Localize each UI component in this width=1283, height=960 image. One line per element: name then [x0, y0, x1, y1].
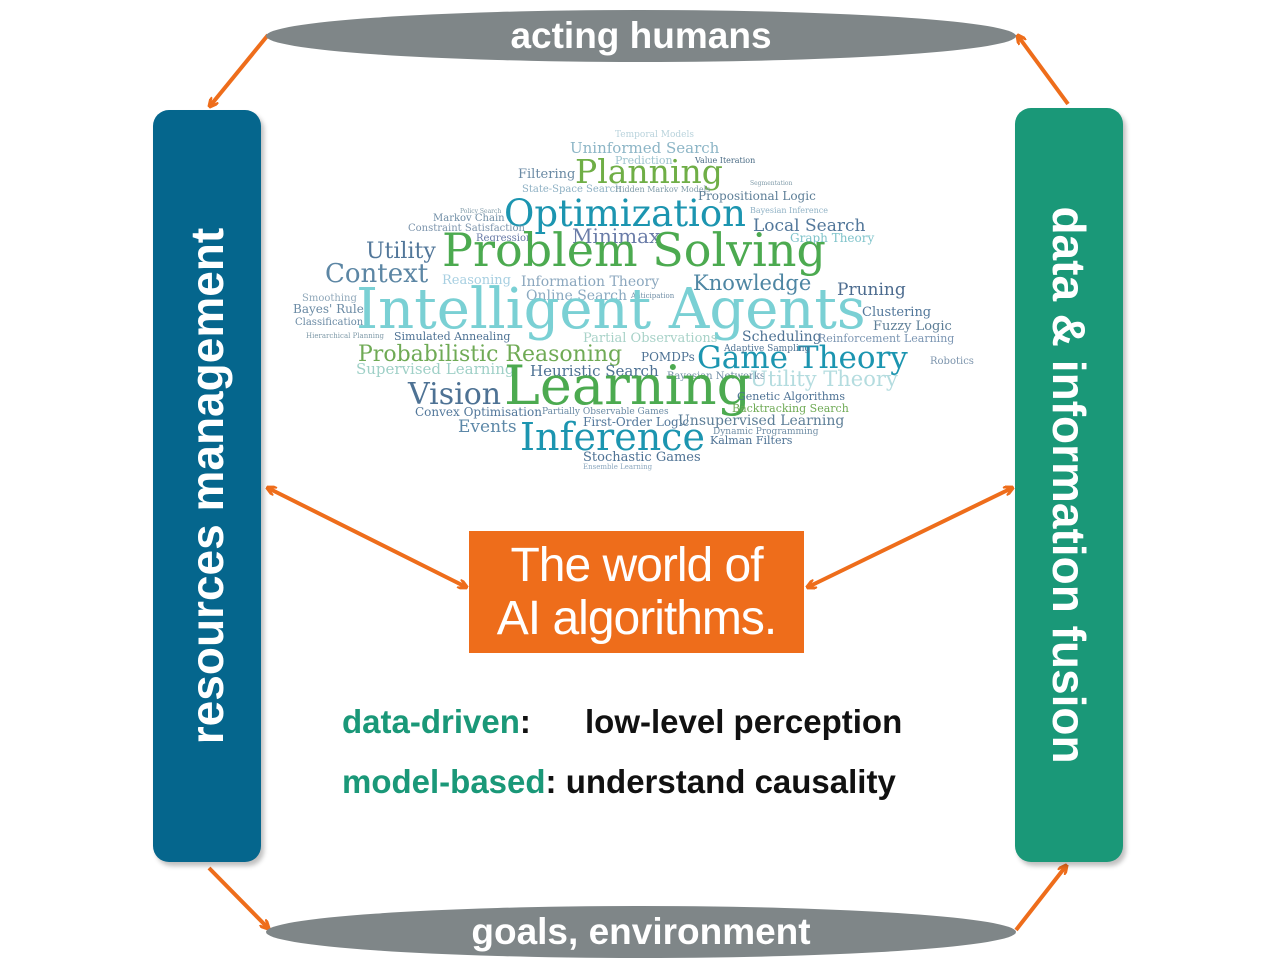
- center-line-1: The world of: [510, 539, 763, 592]
- word-cloud-term: Learning: [504, 354, 751, 417]
- word-cloud-term: Hierarchical Planning: [306, 332, 384, 340]
- word-cloud-term: Partial Observations: [583, 331, 717, 346]
- word-cloud-term: Knowledge: [693, 271, 811, 295]
- word-cloud-term: Online Search: [526, 288, 627, 304]
- word-cloud-term: Utility: [366, 239, 436, 264]
- goals-environment-label: goals, environment: [471, 911, 811, 952]
- word-cloud-term: State-Space Search: [522, 184, 622, 195]
- data-information-fusion-bar: data & information fusion: [1015, 108, 1123, 862]
- data-driven-row: data-driven: low-level perception: [342, 703, 902, 741]
- word-cloud-term: Problem Solving: [442, 223, 826, 277]
- word-cloud-term: Reasoning: [442, 273, 511, 288]
- word-cloud-term: Temporal Models: [615, 130, 694, 140]
- data-driven-colon: :: [519, 703, 531, 740]
- word-cloud-term: Information Theory: [521, 274, 659, 290]
- arrow-left-center: [268, 488, 466, 587]
- word-cloud-term: Hidden Markov Models: [615, 185, 710, 194]
- model-based-key: model-based: [342, 763, 546, 800]
- resources-management-bar: resources management: [153, 110, 261, 862]
- resources-management-label: resources management: [181, 227, 233, 745]
- word-cloud-term: Markov Chain: [433, 213, 505, 224]
- arrow-bottom-right: [1014, 866, 1066, 932]
- word-cloud-term: Bayes' Rule: [293, 302, 364, 316]
- word-cloud-term: Reinforcement Learning: [818, 332, 954, 345]
- word-cloud-term: Pruning: [837, 280, 906, 300]
- data-driven-key: data-driven: [342, 703, 520, 740]
- word-cloud-term: Scheduling: [742, 329, 822, 345]
- world-of-ai-box: The world of AI algorithms.: [469, 531, 804, 653]
- word-cloud-term: Clustering: [862, 305, 931, 320]
- word-cloud-term: Game Theory: [697, 340, 908, 376]
- arrow-top-left: [210, 33, 270, 106]
- word-cloud-term: Simulated Annealing: [394, 330, 510, 343]
- word-cloud-term: Propositional Logic: [698, 189, 816, 203]
- word-cloud-term: Anticipation: [630, 292, 675, 300]
- word-cloud-term: Dynamic Programming: [713, 427, 819, 437]
- arrow-top-right: [1018, 36, 1070, 106]
- word-cloud-term: Smoothing: [302, 293, 357, 304]
- model-based-row: model-based: understand causality: [342, 763, 896, 801]
- word-cloud-term: Partially Observable Games: [542, 407, 669, 417]
- word-cloud-term: Fuzzy Logic: [873, 319, 952, 334]
- word-cloud-term: Backtracking Search: [732, 402, 849, 415]
- word-cloud-term: Ensemble Learning: [583, 463, 653, 471]
- word-cloud-term: Utility Theory: [750, 367, 898, 391]
- word-cloud-term: Constraint Satisfaction: [408, 223, 526, 234]
- word-cloud-term: Minimax: [572, 224, 661, 248]
- word-cloud-term: Filtering: [518, 167, 575, 182]
- word-cloud-term: Robotics: [930, 356, 974, 367]
- word-cloud-term: Stochastic Games: [583, 450, 701, 465]
- word-cloud-term: Kalman Filters: [710, 434, 793, 447]
- word-cloud-term: Probabilistic Reasoning: [358, 342, 622, 367]
- word-cloud-term: Inference: [520, 415, 705, 459]
- acting-humans-ellipse: acting humans: [266, 10, 1016, 62]
- word-cloud-term: Prediction: [615, 154, 673, 167]
- word-cloud-term: Unsupervised Learning: [678, 413, 844, 429]
- word-cloud-term: Local Search: [753, 216, 866, 236]
- word-cloud-term: Context: [325, 259, 429, 289]
- word-cloud-term: Segmentation: [750, 180, 793, 187]
- word-cloud-term: Events: [458, 417, 517, 437]
- model-based-value: understand causality: [565, 763, 896, 800]
- data-information-fusion-label: data & information fusion: [1043, 206, 1095, 764]
- center-line-2: AI algorithms.: [496, 592, 777, 645]
- arrow-bottom-left: [207, 866, 268, 928]
- word-cloud-term: Planning: [575, 152, 723, 191]
- word-cloud-term: Regression: [476, 233, 533, 244]
- word-cloud-term: Heuristic Search: [530, 362, 659, 380]
- word-cloud-term: Classification: [295, 317, 364, 328]
- word-cloud-term: Policy Search: [460, 208, 501, 215]
- word-cloud-term: Convex Optimisation: [415, 405, 542, 419]
- acting-humans-label: acting humans: [510, 15, 772, 56]
- word-cloud-term: Bayesian Inference: [750, 206, 828, 215]
- word-cloud-term: Graph Theory: [790, 231, 874, 245]
- word-cloud-term: Supervised Learning: [356, 360, 515, 378]
- data-driven-value: low-level perception: [585, 703, 903, 740]
- word-cloud-term: Optimization: [504, 192, 746, 235]
- word-cloud-term: POMDPs: [641, 350, 695, 364]
- word-cloud-term: Genetic Algorithms: [737, 390, 845, 403]
- goals-environment-ellipse: goals, environment: [266, 906, 1016, 958]
- word-cloud-term: Bayesian Networks: [667, 371, 765, 382]
- word-cloud-term: First-Order Logic: [583, 415, 690, 429]
- word-cloud-term: Adaptive Sampling: [723, 344, 811, 354]
- word-cloud-term: Uninformed Search: [570, 139, 720, 157]
- arrow-right-center: [808, 488, 1012, 587]
- word-cloud-term: Value Iteration: [694, 156, 755, 165]
- model-based-colon: :: [545, 763, 557, 800]
- word-cloud-term: Vision: [407, 377, 501, 412]
- word-cloud-term: Intelligent Agents: [356, 277, 866, 342]
